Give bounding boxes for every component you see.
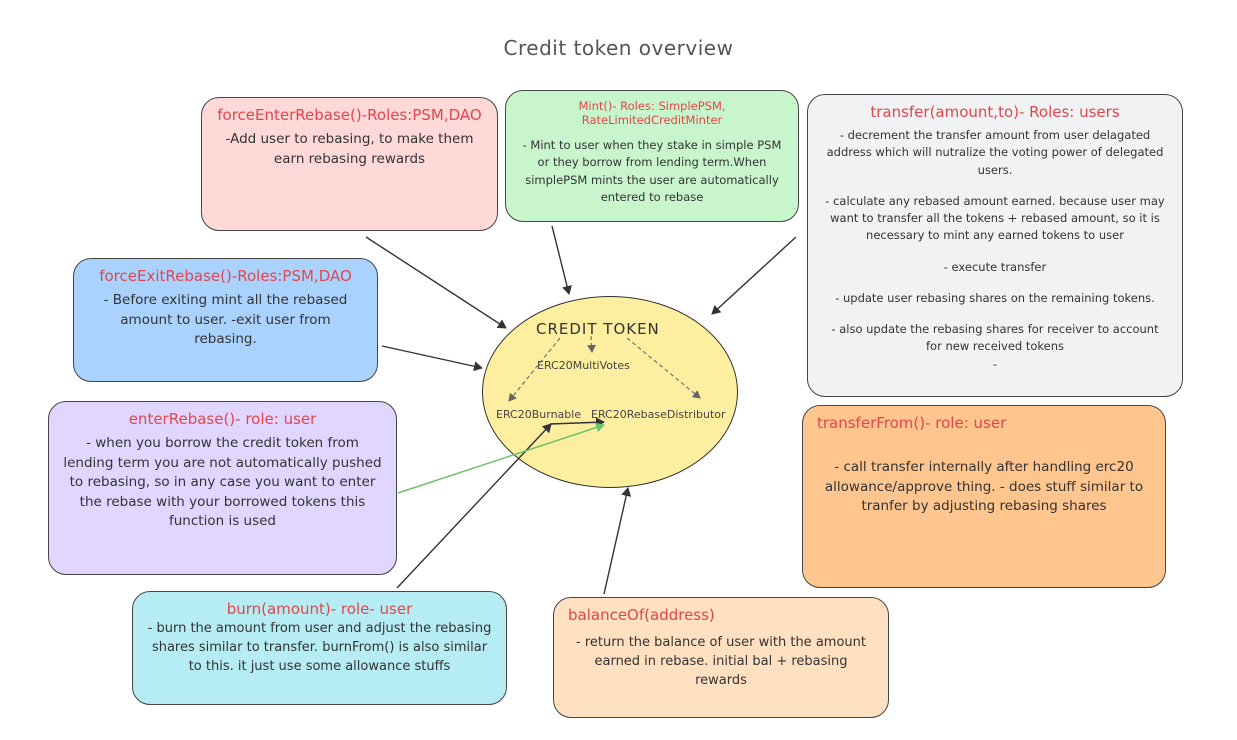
arrow-transfer [711,236,797,315]
arrow-enter-rebase [397,422,605,494]
force-enter-rebase-heading: forceEnterRebase()-Roles:PSM,DAO [217,106,482,124]
transfer-text: - decrement the transfer amount from use… [822,127,1168,373]
transfer-box: transfer(amount,to)- Roles: users - decr… [807,94,1183,397]
transfer-step-3: - execute transfer [943,259,1047,274]
arrow-balance [603,487,632,595]
mint-text: - Mint to user when they stake in simple… [522,138,782,204]
dashed-arrow-rebase-distributor [626,337,701,399]
balance-of-text: - return the balance of user with the am… [576,635,866,688]
erc20-multivotes-label: ERC20MultiVotes [537,359,630,372]
transfer-from-text: - call transfer internally after handlin… [824,459,1144,515]
force-exit-rebase-box: forceExitRebase()-Roles:PSM,DAO - Before… [73,258,378,382]
burn-box: burn(amount)- role- user - burn the amou… [132,591,507,705]
force-exit-rebase-heading: forceExitRebase()-Roles:PSM,DAO [99,267,352,285]
balance-of-box: balanceOf(address) - return the balance … [553,597,889,718]
transfer-step-4: - update user rebasing shares on the rem… [835,290,1155,305]
transfer-from-heading: transferFrom()- role: user [817,414,1007,432]
burn-text: - burn the amount from user and adjust t… [147,621,492,674]
dashed-arrow-multivotes [587,335,597,353]
transfer-step-2: - calculate any rebased amount earned. b… [825,193,1165,243]
arrow-burnable-to-rebase [549,417,605,428]
arrow-force-enter [365,236,507,329]
enter-rebase-heading: enterRebase()- role: user [128,410,317,428]
transfer-heading: transfer(amount,to)- Roles: users [870,103,1120,121]
erc20-burnable-label: ERC20Burnable [496,408,582,421]
arrow-burn [396,423,552,589]
force-exit-rebase-text: - Before exiting mint all the rebased am… [103,292,348,348]
transfer-step-5: - also update the rebasing shares for re… [831,322,1159,354]
erc20-rebase-distributor-label: ERC20RebaseDistributor [591,408,726,421]
enter-rebase-text: - when you borrow the credit token from … [63,435,382,530]
transfer-step-6: - [992,356,998,371]
arrow-mint [551,225,572,295]
mint-box: Mint()- Roles: SimplePSM, RateLimitedCre… [505,90,799,222]
dashed-arrow-burnable [508,337,561,402]
balance-of-heading: balanceOf(address) [568,606,715,624]
force-enter-rebase-box: forceEnterRebase()-Roles:PSM,DAO -Add us… [201,97,498,231]
credit-token-title: CREDIT TOKEN [536,320,660,338]
transfer-step-1: - decrement the transfer amount from use… [826,128,1164,177]
enter-rebase-box: enterRebase()- role: user - when you bor… [48,401,397,575]
mint-heading: Mint()- Roles: SimplePSM, RateLimitedCre… [578,99,726,127]
arrow-force-exit [381,345,483,372]
burn-heading: burn(amount)- role- user [226,600,413,618]
force-enter-rebase-text: -Add user to rebasing, to make them earn… [225,131,474,167]
diagram-title: Credit token overview [503,36,734,60]
transfer-from-box: transferFrom()- role: user - call transf… [802,405,1166,588]
